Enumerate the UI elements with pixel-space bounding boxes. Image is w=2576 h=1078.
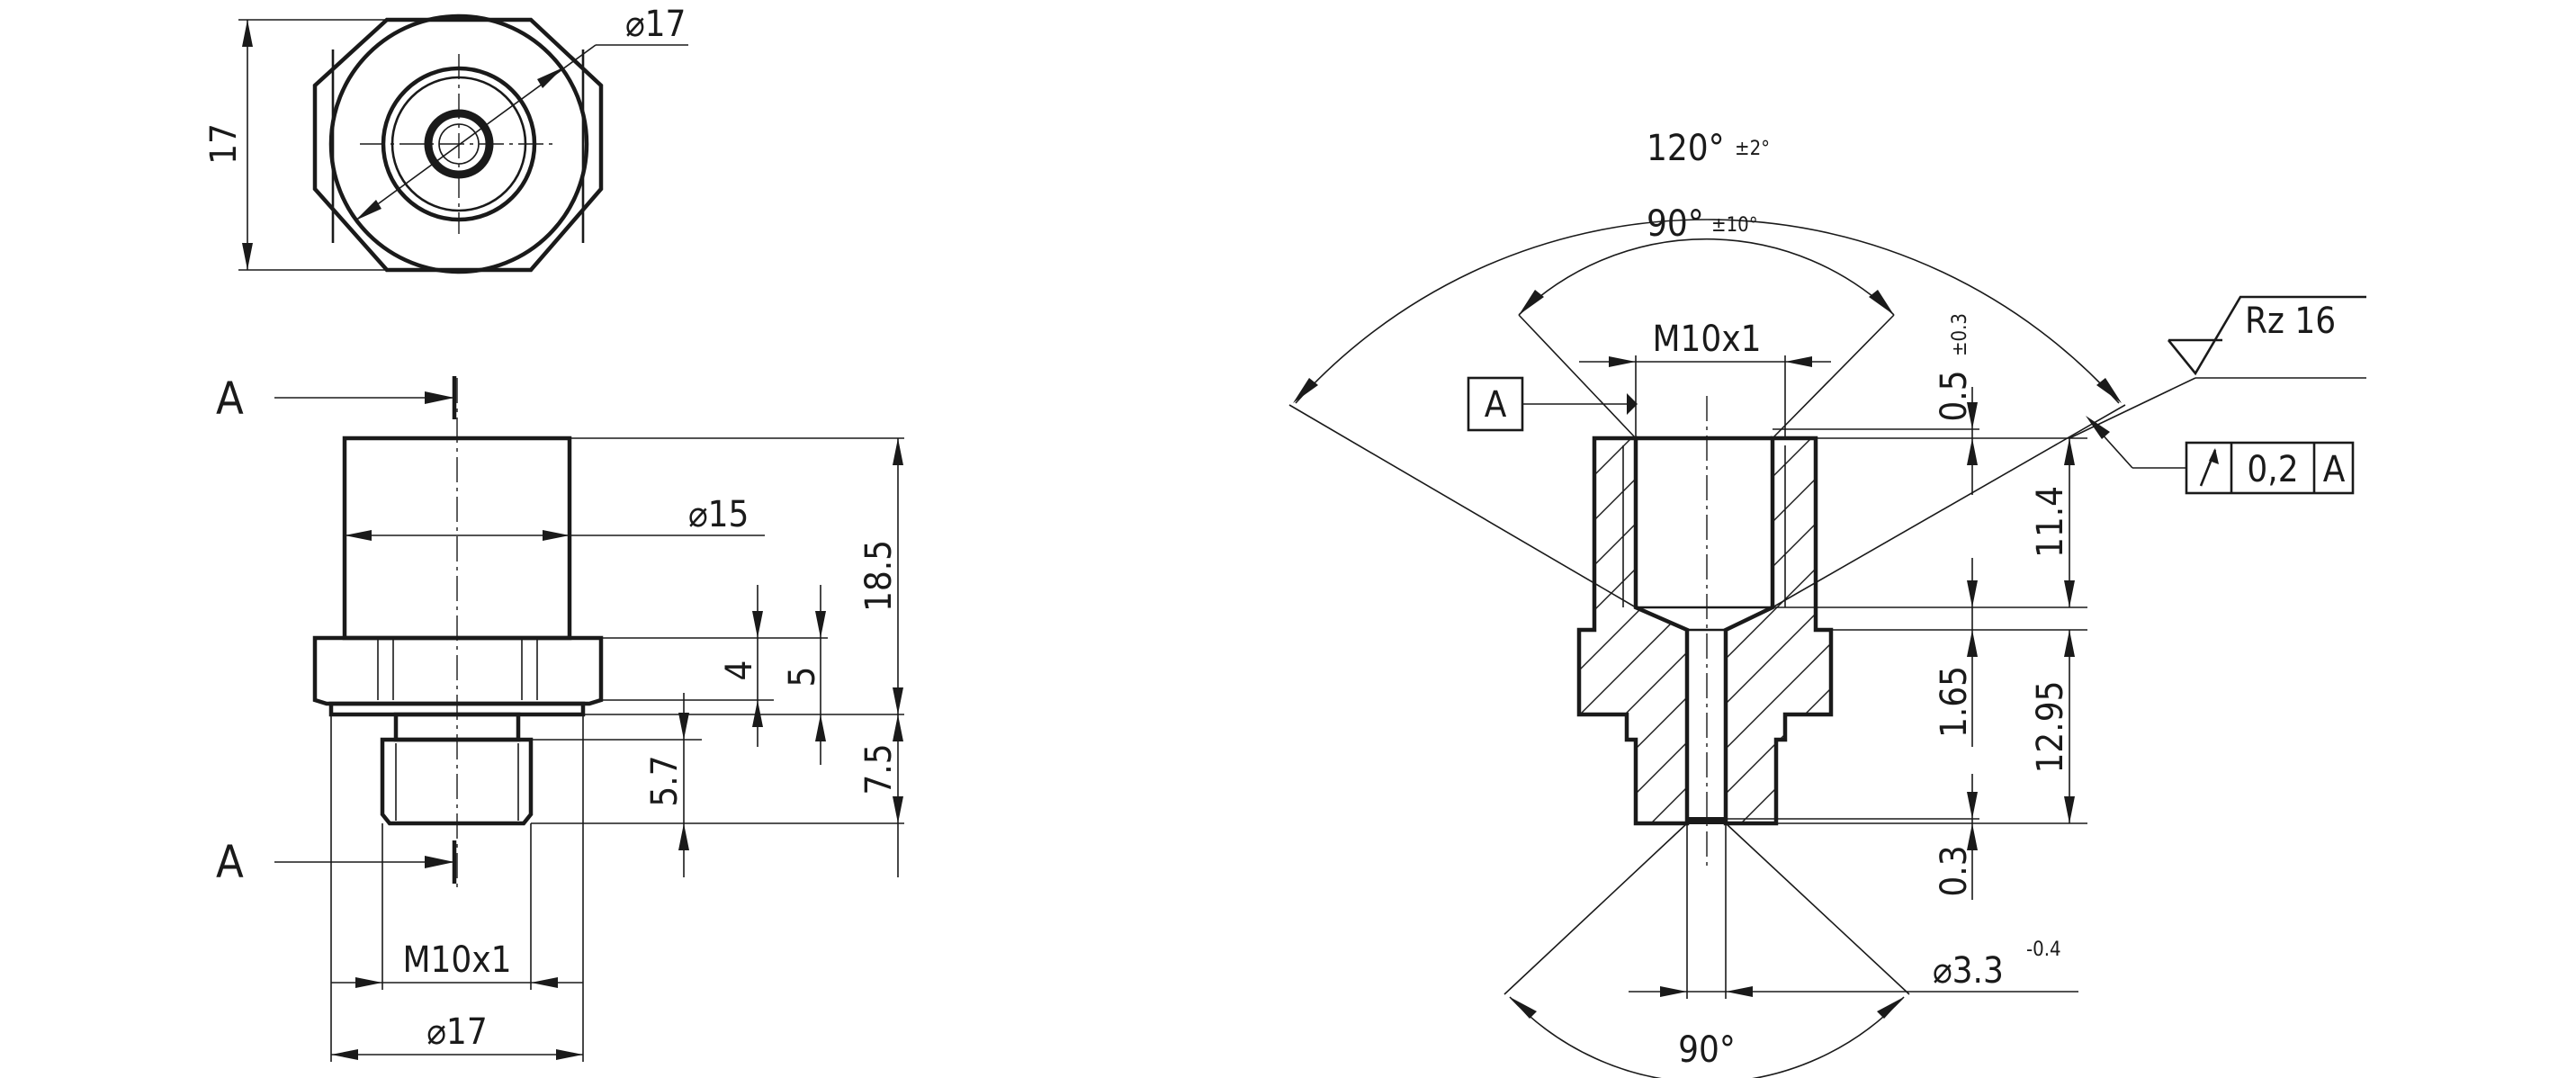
arrow [893, 796, 903, 823]
arrow [815, 714, 826, 741]
arrow [815, 611, 826, 638]
section-outline-right [1723, 436, 1834, 826]
arrow [1967, 580, 1978, 607]
dim-base-dia: ⌀17 [426, 1011, 487, 1053]
angle-bottom: 90° [1678, 1029, 1736, 1071]
hatch-right [1726, 438, 1831, 823]
datum-label: A [1485, 384, 1507, 426]
arrow [556, 1049, 583, 1060]
arrow [1869, 290, 1894, 315]
arrow [331, 1049, 358, 1060]
angle-outer: 120° [1647, 128, 1725, 169]
angle-leg [1288, 404, 1637, 608]
arrow [1967, 792, 1978, 819]
dim-7-5: 7.5 [858, 743, 900, 795]
arrow [2064, 438, 2075, 465]
section-label-top: A [216, 373, 244, 425]
arrow [425, 391, 454, 404]
section-outline-left [1576, 436, 1690, 826]
section-label-bottom: A [216, 836, 244, 888]
arrow [1967, 438, 1978, 465]
arrow [543, 530, 570, 541]
section-view: 120° ±2° 90° ±10° M10x1 A 0.5 ±0.3 [1288, 128, 2366, 1078]
arrow [2096, 378, 2122, 403]
arrow [2064, 630, 2075, 657]
dim-0-5: 0.5 [1934, 370, 1975, 421]
roughness-leader [2069, 377, 2196, 439]
arrow [1726, 986, 1753, 997]
hatch-left [1579, 438, 1687, 823]
arrow [1293, 378, 1318, 403]
arrow [752, 611, 763, 638]
roughness: Rz 16 [2245, 301, 2336, 342]
arrow [678, 713, 689, 740]
arrow [1519, 290, 1544, 315]
top-view: 17 ⌀17 [203, 4, 688, 274]
arrow [1877, 997, 1904, 1019]
dim-0-5-tol: ±0.3 [1949, 313, 1971, 356]
angle-inner: 90° [1647, 203, 1704, 245]
angle-leg [1772, 404, 2126, 608]
angle-arc-90 [1518, 238, 1895, 316]
chamfer-circle [328, 13, 589, 274]
dim-5-7: 5.7 [644, 755, 686, 806]
arrow [425, 856, 454, 868]
arrow [1660, 986, 1687, 997]
arrow [893, 714, 903, 741]
arrow [893, 438, 903, 465]
dim-4: 4 [719, 660, 760, 681]
arrow [355, 977, 382, 988]
dim-circle-dia: ⌀17 [625, 4, 686, 45]
dim-11-4: 11.4 [2030, 486, 2071, 558]
angle-outer-tol: ±2° [1735, 138, 1770, 160]
dim-12-95: 12.95 [2030, 681, 2071, 774]
arrow [1967, 823, 1978, 850]
angle-leg [1725, 822, 1910, 995]
dim-bore-tol: -0.4 [2026, 939, 2061, 961]
angle-inner-tol: ±10° [1711, 214, 1758, 237]
side-view: A A ⌀15 [216, 373, 904, 1062]
arrow [1967, 402, 1978, 429]
angle-leg [1518, 314, 1637, 439]
dim-total: 18.5 [858, 540, 900, 612]
hexagon-outline [312, 17, 604, 273]
arrow [752, 700, 763, 727]
roughness-symbol [2167, 295, 2366, 376]
arrow [2086, 416, 2110, 439]
arrow [242, 20, 253, 47]
dim-thread: M10x1 [402, 939, 511, 981]
arrow [678, 823, 689, 850]
angle-leg [1772, 314, 1895, 439]
dim-1-65: 1.65 [1934, 666, 1975, 738]
angle-arc-120 [1295, 219, 2120, 404]
arrow [537, 67, 563, 88]
arrow [2064, 580, 2075, 607]
hex-flange [312, 635, 604, 706]
fcf-value: 0,2 [2247, 449, 2298, 490]
arrow [531, 977, 558, 988]
arrow [1609, 356, 1636, 367]
arrow [2064, 796, 2075, 823]
arrow [345, 530, 372, 541]
arrow [355, 200, 381, 220]
dim-body-dia: ⌀15 [688, 494, 749, 535]
dim-across-flats: 17 [203, 123, 245, 165]
dim-bore: ⌀3.3 [1933, 950, 2004, 992]
arrow [1785, 356, 1812, 367]
arrow [1510, 997, 1537, 1019]
runout-icon [2209, 448, 2219, 464]
arrow [242, 243, 253, 270]
section-thread: M10x1 [1652, 319, 1761, 360]
dim-0-3: 0.3 [1934, 845, 1975, 896]
dim-5: 5 [782, 667, 823, 687]
arrow [1967, 630, 1978, 657]
angle-arc-bottom [1509, 996, 1905, 1078]
fcf-datum: A [2323, 449, 2346, 490]
angle-leg [1503, 822, 1688, 995]
fcf-frame [2185, 441, 2355, 495]
datum-triangle [1627, 393, 1638, 415]
arrow [893, 687, 903, 714]
